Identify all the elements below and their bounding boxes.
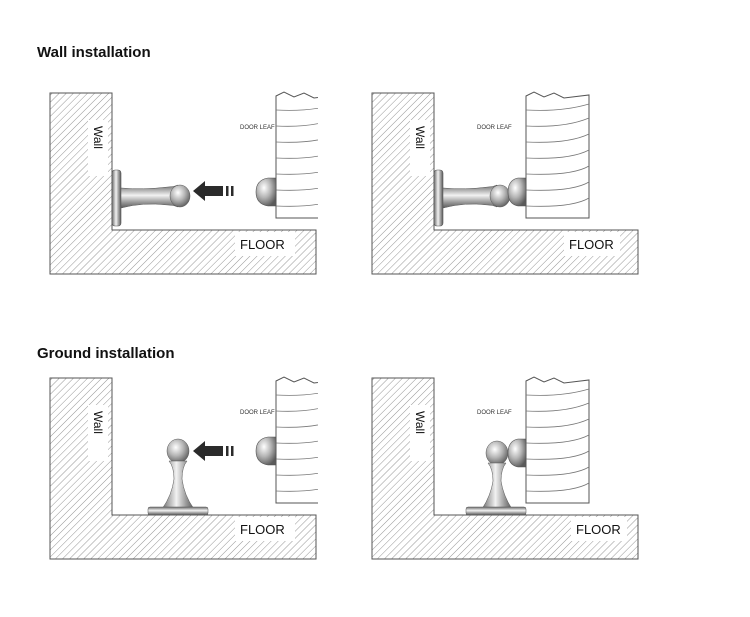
wall-stopper <box>111 169 191 227</box>
wall-label: Wall <box>91 411 105 434</box>
direction-arrow <box>193 181 234 201</box>
door-leaf-label: DOOR LEAF <box>477 410 512 416</box>
wall-install-after-diagram: Wall FLOOR DOOR LEAF <box>370 90 640 275</box>
wall-label: Wall <box>413 126 427 149</box>
door-leaf-label: DOOR LEAF <box>240 410 275 416</box>
door-catch <box>507 438 527 468</box>
wall-install-before-diagram: Wall FLOOR DOOR LEAF <box>48 90 318 275</box>
door-leaf <box>275 91 318 219</box>
door-leaf-label: DOOR LEAF <box>477 125 512 131</box>
door-catch <box>507 177 527 207</box>
wall-stopper <box>433 169 511 227</box>
direction-arrow <box>193 441 234 461</box>
ground-installation-title: Ground installation <box>37 345 175 362</box>
floor-label: FLOOR <box>240 522 285 537</box>
floor-label: FLOOR <box>576 522 621 537</box>
floor-label: FLOOR <box>240 237 285 252</box>
wall-label: Wall <box>91 126 105 149</box>
ground-stopper <box>147 438 209 516</box>
door-catch <box>255 436 277 466</box>
door-leaf <box>525 91 590 219</box>
wall-installation-title: Wall installation <box>37 44 151 61</box>
ground-install-after-diagram: Wall FLOOR DOOR LEAF <box>370 375 640 560</box>
floor-label: FLOOR <box>569 237 614 252</box>
wall-label: Wall <box>413 411 427 434</box>
door-leaf <box>275 376 318 504</box>
door-leaf-label: DOOR LEAF <box>240 125 275 131</box>
door-catch <box>255 177 277 207</box>
ground-stopper <box>465 440 527 516</box>
door-leaf <box>525 376 590 504</box>
ground-install-before-diagram: Wall FLOOR DOOR LEAF <box>48 375 318 560</box>
